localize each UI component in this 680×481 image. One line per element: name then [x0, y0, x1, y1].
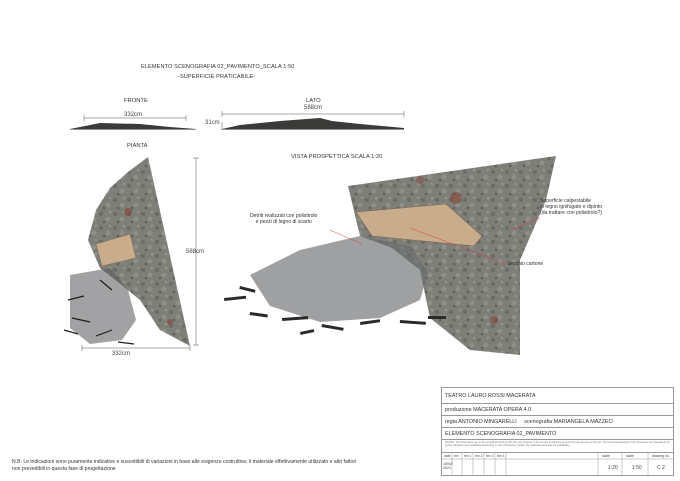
- perspective-cardboard-panel: [355, 203, 483, 247]
- title-block-fineprint: NOTES: The dimensions are to be consider…: [441, 439, 674, 452]
- front-profile: [70, 123, 196, 129]
- title-block-production: produzione MACERATA OPERA 4.0: [441, 403, 674, 415]
- front-view-drawing: [70, 115, 196, 130]
- drawing-subtitle: -SUPERFICIE PRATICABILE-: [178, 74, 256, 80]
- title-block-rev-divider: [441, 452, 674, 453]
- plan-cardboard-panel: [95, 233, 137, 267]
- title-block: [441, 387, 674, 476]
- drawing-no-header: drawing no.: [652, 454, 670, 458]
- scale-header-1: scale: [602, 454, 610, 458]
- title-block-credits: regia ANTONIO MINGARELLI scenografia MAR…: [441, 415, 674, 427]
- surface-annotation: Superficie calpestabile in legno ignifug…: [540, 198, 603, 216]
- front-width-dimension: 332cm: [124, 112, 143, 118]
- drawing-title: ELEMENTO SCENOGRAFIA 02_PAVIMENTO_SCALA …: [141, 64, 295, 70]
- title-block-date: 18/02/ 2021: [443, 462, 453, 470]
- side-profile: [222, 118, 404, 129]
- side-view-drawing: [221, 111, 405, 130]
- perspective-debris-pile: [250, 236, 428, 322]
- title-block-scale-2: 1:50: [632, 465, 642, 471]
- plan-height-dimension: 588cm: [186, 249, 205, 255]
- rev-header-rev1: rev 1: [464, 454, 472, 458]
- rev-header-date: date: [444, 454, 451, 458]
- rev-header-rev3: rev 3: [486, 454, 494, 458]
- perspective-debris-sticks: [224, 285, 446, 335]
- rev-header-rev4: rev 4: [497, 454, 505, 458]
- rev-header-rev: rev: [454, 454, 459, 458]
- perspective-leader-lines: [329, 217, 541, 265]
- plan-debris: [70, 268, 136, 344]
- perspective-view-drawing: [224, 156, 556, 355]
- scale-header-2: scale: [626, 454, 634, 458]
- title-block-drawing-no: C 2: [657, 465, 665, 471]
- cardboard-annotation: Vecchio cartone: [507, 261, 544, 267]
- footer-note: N.B: Le indicazioni sono puramente indic…: [12, 459, 357, 472]
- plan-width-dimension: 332cm: [112, 351, 131, 357]
- plan-view-label: PIANTA: [127, 143, 148, 149]
- rev-header-rev2: rev 2: [475, 454, 483, 458]
- title-block-element: ELEMENTO SCENOGRAFIA 02_PAVIMENTO: [441, 427, 674, 439]
- side-view-label: LATO: [306, 98, 321, 104]
- title-block-theatre: TEATRO LAURO ROSSI MACERATA: [445, 393, 536, 399]
- title-block-scale-1: 1:20: [608, 465, 618, 471]
- plan-view-drawing: [63, 157, 199, 351]
- side-length-dimension: 588cm: [304, 105, 323, 111]
- perspective-view-label: VISTA PROSPETTICA SCALA 1:20: [291, 154, 383, 160]
- plan-floor-surface: [88, 157, 190, 346]
- debris-annotation: Detriti realizzati con polistirolo e pez…: [250, 213, 318, 225]
- perspective-floor-surface: [348, 156, 556, 355]
- side-height-dimension: 31cm: [205, 120, 220, 126]
- front-view-label: FRONTE: [124, 98, 148, 104]
